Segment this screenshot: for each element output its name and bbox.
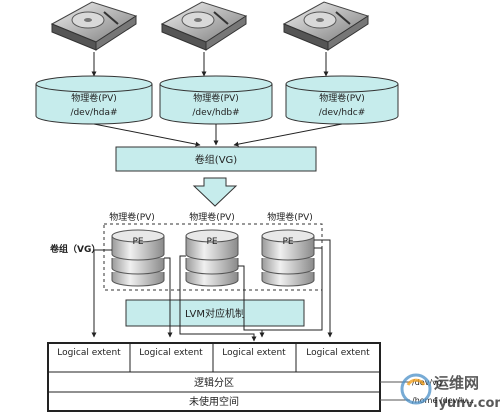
pe-stack-3: PE [261, 229, 315, 287]
vg-dashed-region [103, 223, 323, 291]
watermark-logo: 运维网 iyunv.com [400, 373, 500, 411]
pe-label-3: PE [282, 237, 293, 247]
hard-disk-1-icon [50, 1, 138, 51]
logical-extent-4: Logical extent [306, 348, 370, 358]
hard-disk-3-icon [282, 1, 370, 51]
pv-cylinder-1: 物理卷(PV) /dev/hda# [35, 75, 153, 125]
pe-label-2: PE [206, 237, 217, 247]
pv3-label: 物理卷(PV) [319, 92, 365, 104]
pv2-label: 物理卷(PV) [193, 92, 239, 104]
volume-group-box-label: 卷组(VG) [195, 153, 237, 166]
unused-space-label: 未使用空间 [189, 395, 239, 408]
pv-cylinder-2: 物理卷(PV) /dev/hdb# [159, 75, 273, 125]
pv1-device: /dev/hda# [70, 108, 117, 118]
logical-extent-1: Logical extent [57, 348, 121, 358]
watermark-main: 运维网 [434, 374, 479, 392]
pe-stack-1: PE [111, 229, 165, 287]
pe-connector-lines [91, 239, 333, 342]
pv2-device: /dev/hdb# [192, 108, 239, 118]
arrow-pv1-vg [93, 123, 201, 147]
lvm-mechanism-box [125, 299, 305, 327]
vg-pv1-label: 物理卷(PV) [109, 211, 155, 223]
pv3-device: /dev/hdc# [319, 108, 366, 118]
pv-cylinder-3: 物理卷(PV) /dev/hdc# [285, 75, 399, 125]
lvm-mechanism-label: LVM对应机制 [185, 307, 245, 320]
pv1-label: 物理卷(PV) [71, 92, 117, 104]
watermark-sub: iyunv.com [434, 396, 500, 411]
vg-pv3-label: 物理卷(PV) [267, 211, 313, 223]
vg-pv2-label: 物理卷(PV) [189, 211, 235, 223]
arrow-pv3-vg [233, 123, 343, 147]
pe-label-1: PE [132, 237, 143, 247]
pe-stack-2: PE [185, 229, 239, 287]
hard-disk-2-icon [160, 1, 248, 51]
logical-extent-3: Logical extent [222, 348, 286, 358]
block-arrow-down-icon [192, 177, 238, 207]
logical-extent-table: Logical extent Logical extent Logical ex… [47, 342, 381, 412]
vg-side-label: 卷组（VG） [49, 243, 100, 255]
volume-group-box [115, 146, 317, 172]
side-text-2: /home /dev/lv... [412, 396, 474, 405]
logical-partition-label: 逻辑分区 [194, 376, 234, 389]
logical-extent-2: Logical extent [139, 348, 203, 358]
